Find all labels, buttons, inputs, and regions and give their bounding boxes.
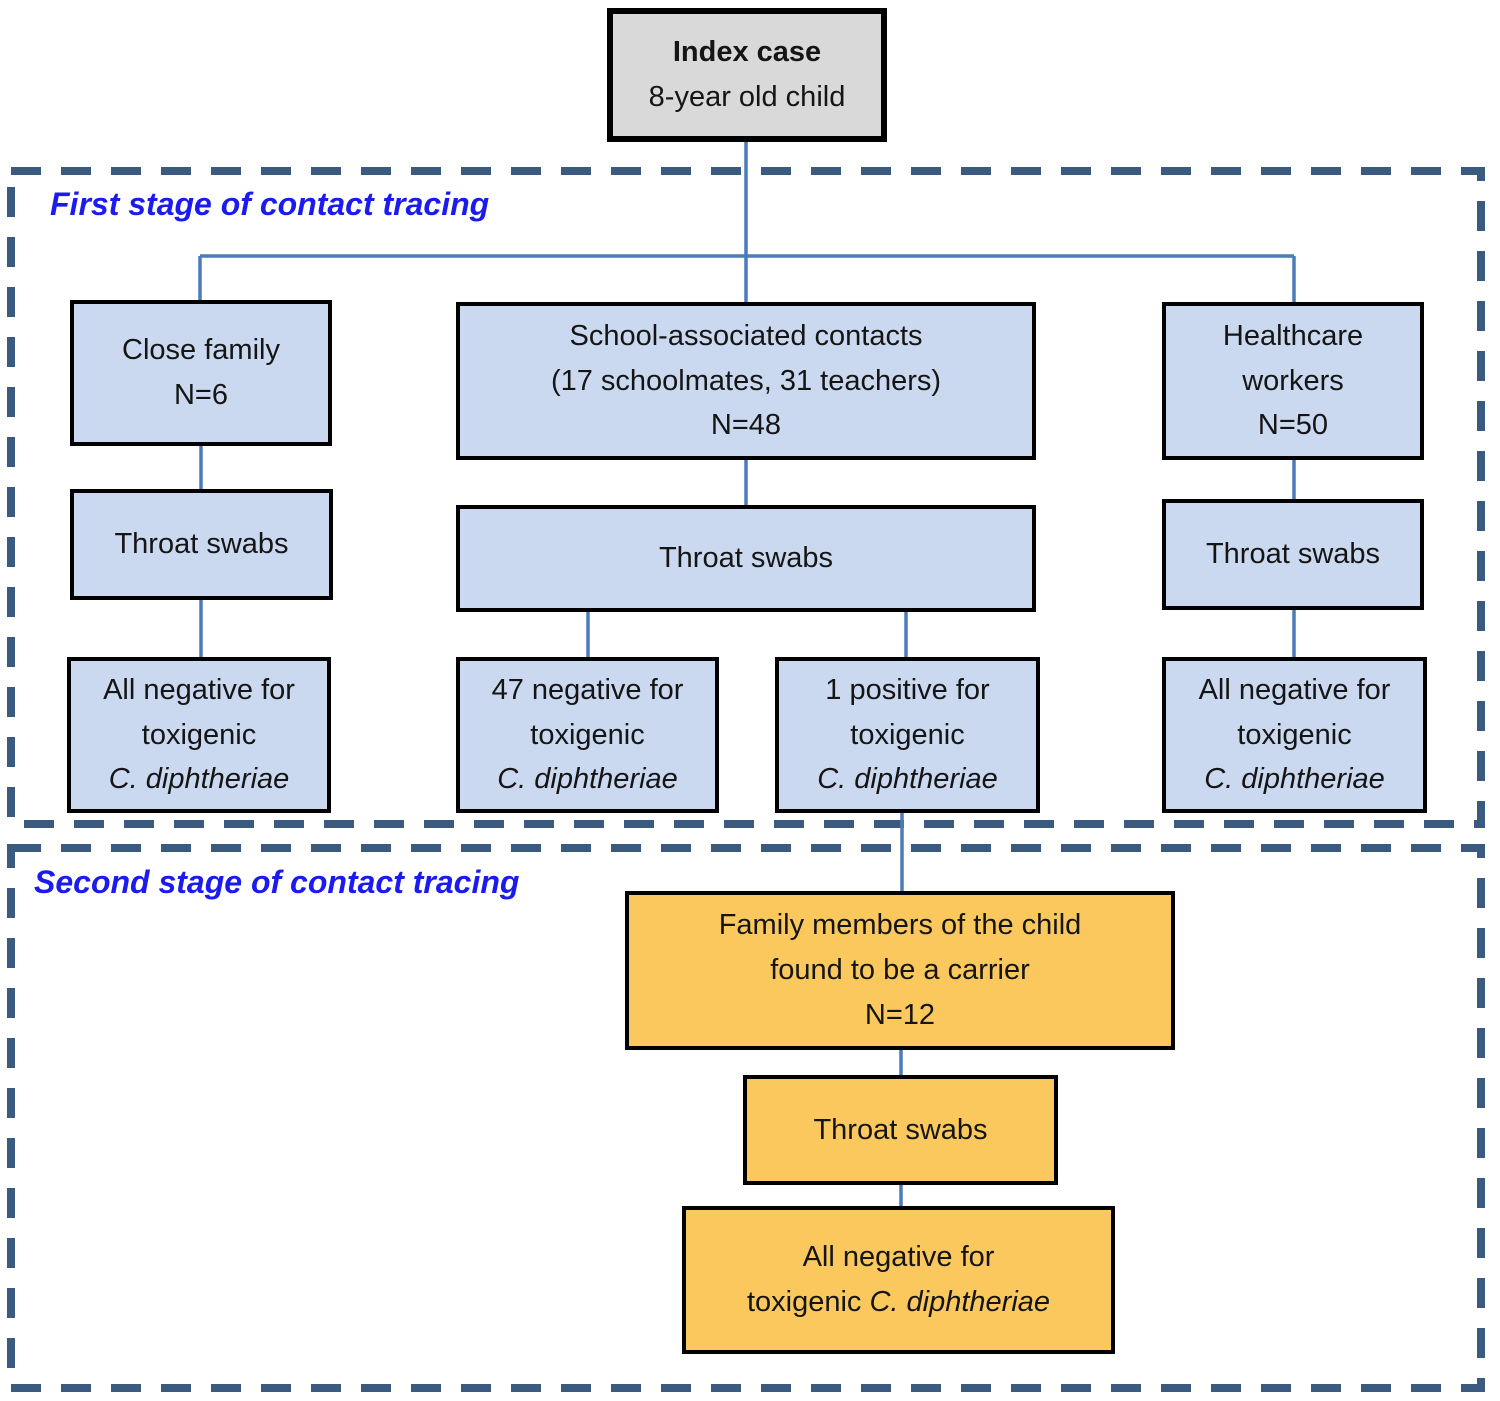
school-negative-line3: C. diphtheriae <box>497 763 678 796</box>
healthcare-result-line1: All negative for <box>1198 673 1391 706</box>
stage2-result-line1: All negative for <box>802 1241 995 1274</box>
stage2-result-line2: toxigenic C. diphtheriae <box>747 1280 1050 1325</box>
carrier-family-members-box: Family members of the child found to be … <box>625 891 1175 1050</box>
healthcare-throat-swabs-label: Throat swabs <box>1205 538 1381 571</box>
stage2-result-line2-normal: toxigenic <box>746 1286 870 1318</box>
healthcare-workers-line2: workers <box>1242 364 1344 397</box>
school-positive-line2: toxigenic <box>850 718 965 751</box>
close-family-box: Close family N=6 <box>70 300 332 446</box>
family-throat-swabs-label: Throat swabs <box>114 528 289 561</box>
family-result-box: All negative for toxigenic C. diphtheria… <box>67 657 331 813</box>
index-case-title: Index case <box>672 36 822 69</box>
healthcare-throat-swabs-box: Throat swabs <box>1162 499 1424 610</box>
healthcare-result-box: All negative for toxigenic C. diphtheria… <box>1162 657 1427 813</box>
healthcare-workers-line1: Healthcare <box>1222 319 1364 352</box>
stage2-throat-swabs-box: Throat swabs <box>743 1075 1058 1185</box>
school-negative-line1: 47 negative for <box>491 673 684 706</box>
healthcare-result-line2: toxigenic <box>1237 718 1352 751</box>
close-family-line1: Close family <box>122 334 280 367</box>
stage2-throat-swabs-label: Throat swabs <box>813 1113 988 1146</box>
school-throat-swabs-label: Throat swabs <box>658 542 834 575</box>
carrier-family-line3: N=12 <box>864 998 936 1031</box>
school-positive-result-box: 1 positive for toxigenic C. diphtheriae <box>775 657 1040 813</box>
stage2-dashed-border <box>7 844 1485 1392</box>
healthcare-result-line3: C. diphtheriae <box>1204 763 1385 796</box>
stage1-dashed-border <box>7 167 1485 828</box>
stage1-label: First stage of contact tracing <box>50 186 490 222</box>
school-negative-line2: toxigenic <box>530 718 645 751</box>
school-contacts-line1: School-associated contacts <box>569 319 923 352</box>
healthcare-workers-line3: N=50 <box>1257 409 1329 442</box>
school-contacts-line3: N=48 <box>710 409 782 442</box>
connector-group <box>198 142 1296 1206</box>
carrier-family-line1: Family members of the child <box>718 909 1082 942</box>
stage2-result-line2-italic: C. diphtheriae <box>869 1286 1051 1318</box>
index-case-box: Index case 8-year old child <box>607 8 887 142</box>
family-result-line2: toxigenic <box>141 718 257 751</box>
index-case-subtitle: 8-year old child <box>648 81 846 113</box>
family-result-line1: All negative for <box>103 673 295 706</box>
school-negative-result-box: 47 negative for toxigenic C. diphtheriae <box>456 657 719 813</box>
healthcare-workers-box: Healthcare workers N=50 <box>1162 302 1424 460</box>
stage2-label: Second stage of contact tracing <box>34 864 520 900</box>
family-throat-swabs-box: Throat swabs <box>70 489 333 600</box>
school-contacts-box: School-associated contacts (17 schoolmat… <box>456 302 1036 460</box>
close-family-line2: N=6 <box>173 379 228 411</box>
school-contacts-line2: (17 schoolmates, 31 teachers) <box>550 364 942 397</box>
family-result-line3: C. diphtheriae <box>108 763 290 796</box>
school-positive-line1: 1 positive for <box>825 673 990 706</box>
carrier-family-line2: found to be a carrier <box>770 954 1030 987</box>
school-throat-swabs-box: Throat swabs <box>456 505 1036 612</box>
stage2-result-box: All negative for toxigenic C. diphtheria… <box>682 1206 1115 1354</box>
school-positive-line3: C. diphtheriae <box>817 763 998 796</box>
